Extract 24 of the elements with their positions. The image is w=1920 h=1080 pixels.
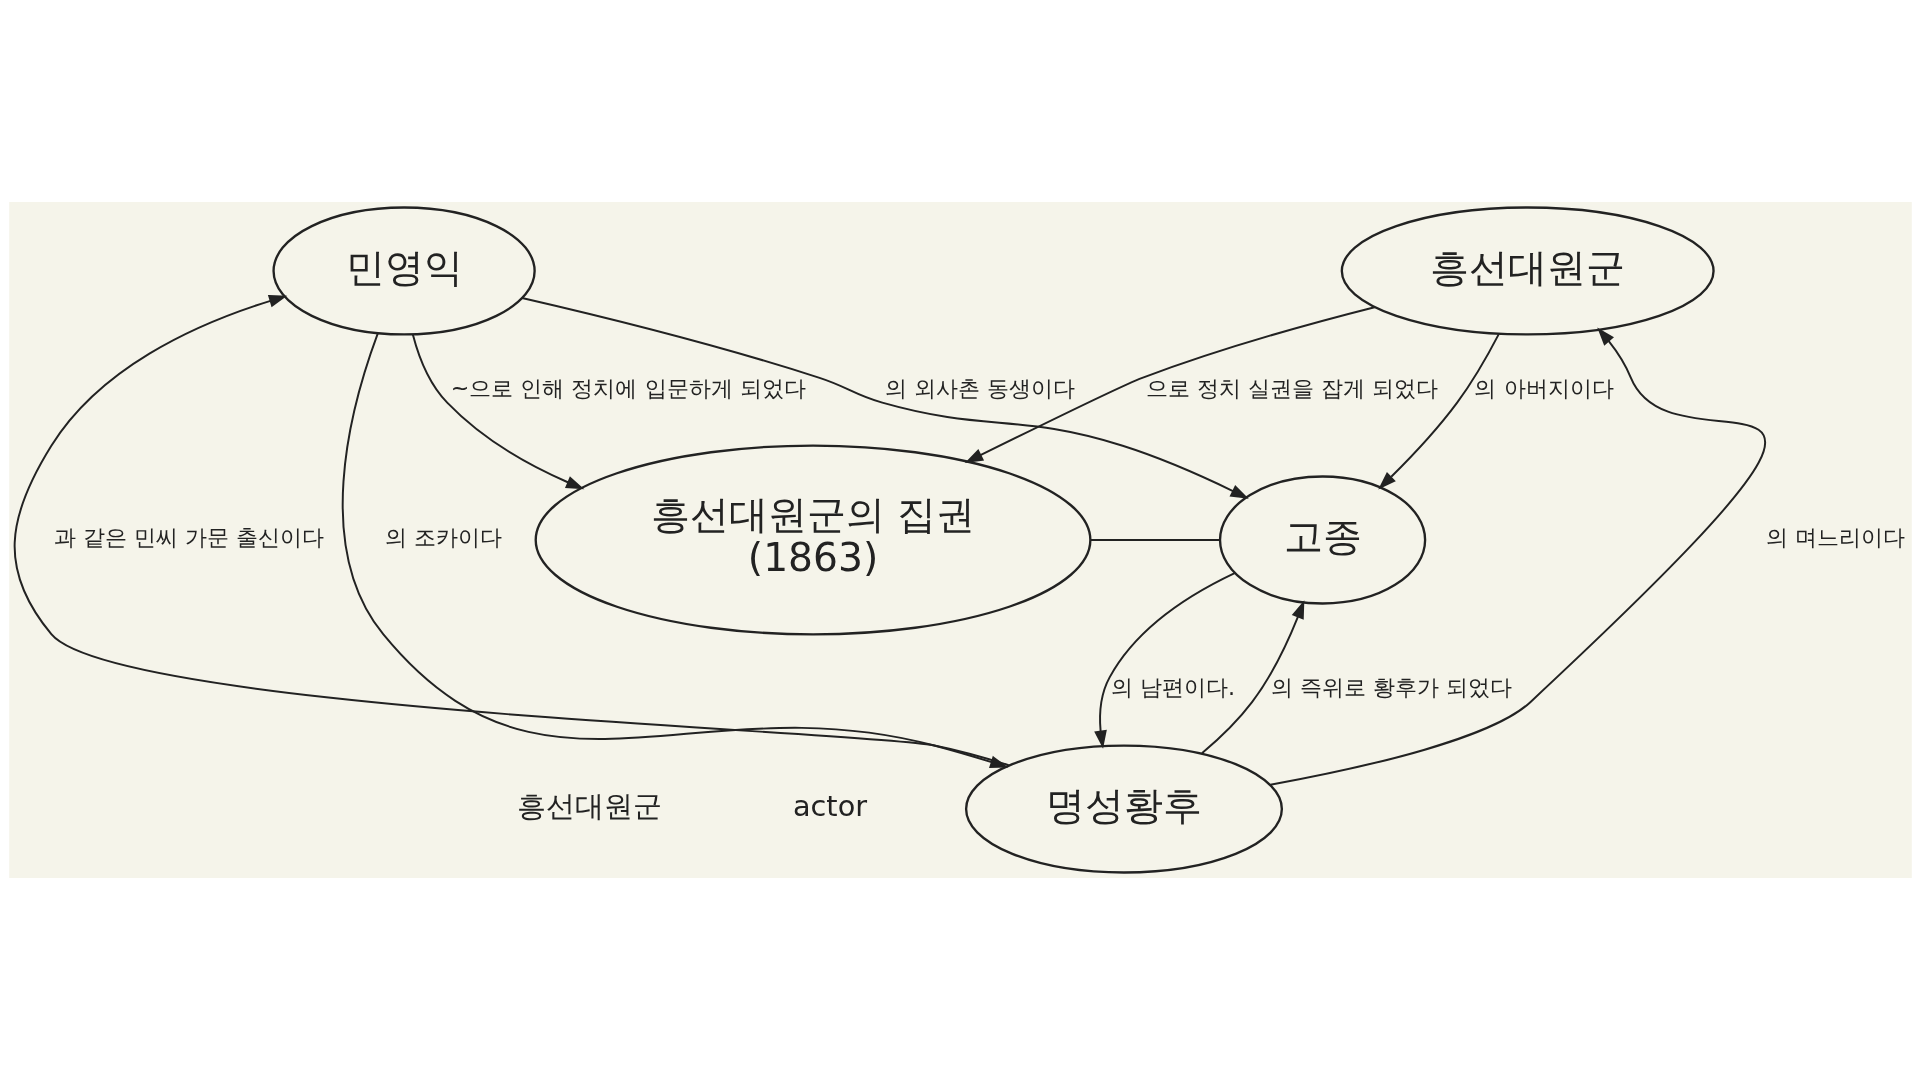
arrow (964, 306, 1376, 463)
edge-label: 과 같은 민씨 가문 출신이다 (53, 524, 324, 551)
edge-label: 의 외사촌 동생이다 (884, 374, 1075, 401)
node-ellipse: 흥선대원군의 집권 (1863) (534, 444, 1092, 636)
arrow (520, 297, 1249, 499)
edge-label: 으로 정치 실권을 잡게 되었다 (1145, 374, 1438, 401)
arrow (1268, 327, 1766, 786)
edge-label: 의 며느리이다 (1765, 524, 1905, 551)
arrow (1377, 333, 1500, 490)
edge-label: 의 조카이다 (384, 524, 502, 551)
label: actor (792, 789, 867, 824)
edge-label: ~으로 인해 정치에 입문하게 되었다 (450, 374, 806, 401)
edge-label: 의 아버지이다 (1473, 374, 1614, 401)
node-ellipse: 고종 (1218, 475, 1426, 605)
node-ellipse: 명성황후 (964, 744, 1283, 874)
edge-label: 의 즉위로 황후가 되었다 (1270, 674, 1512, 701)
label: 흥선대원군 (516, 789, 662, 824)
arrow (1200, 600, 1304, 755)
arrow (1093, 572, 1236, 749)
node-ellipse: 흥선대원군 (1340, 206, 1715, 336)
node-ellipse: 민영익 (271, 206, 536, 336)
arrow (411, 333, 584, 490)
edge-label: 의 남편이다. (1110, 674, 1235, 701)
connector (1088, 539, 1221, 541)
